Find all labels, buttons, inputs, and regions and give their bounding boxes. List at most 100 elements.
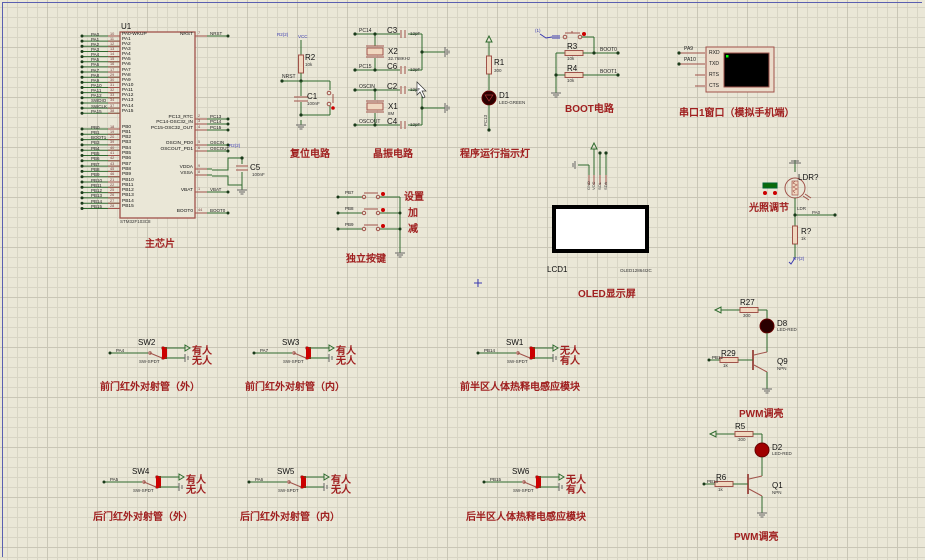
mcu-pin-number: 3	[198, 119, 201, 123]
mcu-pin-name: VDDA	[179, 164, 193, 170]
net-junction	[476, 351, 480, 355]
mcu-pin-number: 44	[198, 208, 203, 212]
boot-circuit[interactable]	[539, 31, 620, 98]
mcu-pin-name: PB11	[122, 182, 134, 188]
power-terminal-icon	[328, 344, 335, 352]
switch-ref: SW3	[282, 338, 300, 347]
capacitor-c5[interactable]	[212, 156, 248, 195]
switch-sw5[interactable]	[247, 473, 330, 491]
mcu-pin-name: PA14	[122, 103, 134, 109]
c6-ref: C6	[387, 62, 398, 71]
mcu-pin-number: 21	[110, 177, 115, 182]
net-junction	[482, 480, 486, 484]
transistor-collector	[753, 351, 768, 356]
key-indicator	[381, 224, 385, 228]
mcu-u1[interactable]	[80, 31, 230, 219]
ldr-circuit[interactable]	[762, 160, 837, 265]
switch-state-top: 有人	[331, 475, 351, 486]
switch-title: 后门红外对射管（内）	[240, 512, 340, 523]
switch-sw3[interactable]	[252, 344, 335, 362]
net-junction	[80, 80, 84, 84]
key-net-label: PB7	[345, 190, 354, 195]
mcu-pin-name: BOOT0	[176, 208, 193, 214]
switch-net-label: PB15	[490, 477, 502, 482]
mcu-part: STM32F103C8	[120, 219, 151, 224]
mcu-pin-name: PB12	[122, 188, 134, 194]
pwm-transistor-value: NPN	[772, 490, 782, 495]
reset-circuit[interactable]	[280, 40, 335, 130]
r1-ref: R1	[494, 58, 505, 67]
switch-sw6[interactable]	[482, 473, 565, 491]
r2-value: 10k	[305, 62, 313, 67]
mcu-pin-net-label: PC13	[210, 114, 222, 119]
switch-indicator	[156, 476, 161, 488]
c5-value: 100nF	[252, 172, 265, 177]
net-junction	[80, 65, 84, 69]
switch-sw4[interactable]	[102, 473, 185, 491]
uart-pin-rxd: RXD	[709, 50, 720, 56]
mouse-cursor-icon	[416, 81, 427, 99]
switch-title: 后半区人体热释电感应模块	[466, 512, 586, 523]
switch-sw2[interactable]	[108, 344, 191, 362]
key-contact	[375, 194, 381, 200]
switch-state-bottom: 有人	[566, 485, 586, 496]
c1-value: 100nF	[307, 101, 320, 106]
pwm-rtop-ref: R27	[740, 298, 755, 307]
pwm-rtop-value: 300	[738, 437, 746, 442]
keys-circuit[interactable]	[336, 192, 406, 258]
mcu-pin-number: 37	[110, 103, 115, 108]
pwm-rbase-ref: R29	[721, 349, 736, 358]
virtual-terminal[interactable]	[677, 46, 775, 93]
switch-sw1[interactable]	[476, 344, 559, 362]
net-junction	[80, 55, 84, 59]
mcu-pin-name: PA2	[122, 41, 131, 47]
mcu-pin-number: 38	[110, 108, 115, 113]
mcu-pin-number: 5	[198, 140, 201, 144]
net-junction	[80, 101, 84, 105]
ldr-power-label: R?(2)	[793, 256, 805, 261]
switch-type: SW-SPDT	[139, 359, 160, 364]
crystal-circuit[interactable]	[353, 30, 450, 129]
mcu-pin-net-label: PB13	[91, 193, 103, 199]
oled-display[interactable]	[552, 141, 649, 253]
mcu-pin-name: PA8	[122, 72, 131, 78]
mcu-pin-net-label: PC14	[210, 119, 222, 124]
pwm-title: PWM调亮	[739, 409, 784, 420]
switch-state-top: 有人	[192, 346, 212, 357]
power-terminal-icon	[558, 473, 565, 481]
switch-state-top: 有人	[336, 346, 356, 357]
net-junction	[80, 154, 84, 157]
mcu-pin-net-label: PA6	[91, 62, 100, 68]
boot-title: BOOT电路	[565, 104, 614, 115]
run-led-circuit[interactable]	[481, 34, 497, 132]
boot0-net: BOOT0	[600, 47, 617, 53]
r3-ref: R3	[567, 42, 578, 51]
switch-title: 前半区人体热释电感应模块	[460, 382, 580, 393]
pwm-circuit-1[interactable]	[707, 306, 775, 394]
mcu-pin-name: PA7	[122, 67, 131, 73]
power-terminal-icon	[713, 306, 722, 314]
pwm-led-value: LED-RED	[777, 327, 797, 332]
power-terminal-icon	[708, 430, 717, 438]
pwm-rbase-value: 1k	[723, 363, 728, 368]
mcu-pin-number: 28	[110, 204, 115, 208]
pwm-circuit-2[interactable]	[702, 430, 770, 518]
mcu-pin-number: 27	[110, 198, 115, 203]
mcu-pin-number: 11	[110, 36, 114, 41]
mcu-pin-name: PA12	[122, 93, 134, 99]
pa9-net: PA9	[684, 46, 694, 52]
c2-value: 12pF	[410, 87, 421, 92]
switch-blade	[517, 352, 531, 359]
mcu-pin-name: PB5	[122, 151, 132, 156]
mcu-pin-number: 20	[110, 135, 115, 140]
switch-state-bottom: 无人	[186, 485, 206, 496]
switch-blade	[523, 481, 537, 488]
run-led-title: 程序运行指示灯	[460, 149, 530, 160]
mcu-pin-number: 40	[110, 145, 115, 150]
mcu-pin-number: 41	[110, 151, 115, 155]
net-junction	[80, 148, 84, 152]
transistor-emitter	[753, 364, 768, 373]
reset-power-label-2: VCC	[298, 34, 308, 39]
net-junction	[80, 34, 84, 38]
